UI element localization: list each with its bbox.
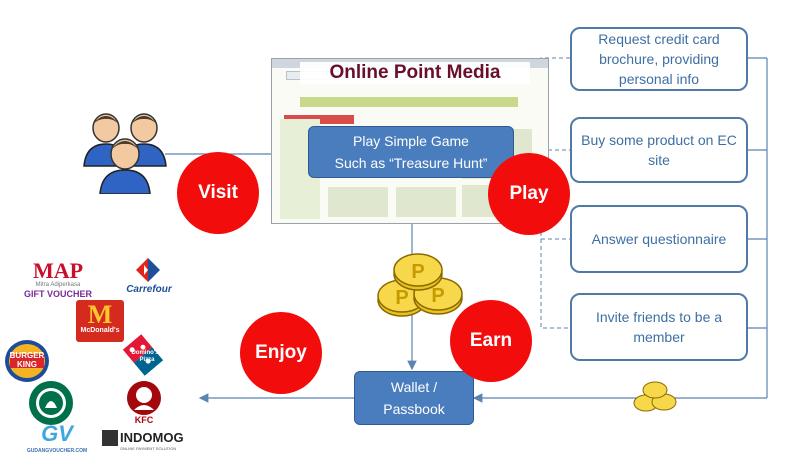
map-logo-text: MAP xyxy=(32,258,84,283)
indomog-text: INDOMOG xyxy=(120,430,184,445)
users-icon xyxy=(83,113,167,194)
dominos-text-1: Domino's xyxy=(131,350,159,356)
activity-request-brochure: Request credit card brochure, providing … xyxy=(570,27,748,91)
gudangvoucher-mark: GV xyxy=(41,421,73,446)
game-box-line1: Play Simple Game xyxy=(353,133,469,149)
svg-text:P: P xyxy=(395,287,408,309)
game-box: Play Simple Game Such as “Treasure Hunt” xyxy=(308,126,514,178)
coins-icon: P P P xyxy=(377,253,463,317)
gudangvoucher-text: GUDANGVOUCHER.COM xyxy=(26,448,88,454)
burger-king-text-1: BURGER xyxy=(9,351,45,360)
starbucks-logo xyxy=(28,380,74,426)
activity-buy-product: Buy some product on EC site xyxy=(570,117,748,183)
burger-king-logo: BURGER KING xyxy=(4,338,50,384)
game-box-line2: Such as “Treasure Hunt” xyxy=(334,155,488,171)
wallet-line1: Wallet / xyxy=(390,379,438,395)
enjoy-step: Enjoy xyxy=(240,312,322,394)
kfc-text: KFC xyxy=(134,415,154,425)
mcdonalds-logo: M McDonald's xyxy=(76,300,124,342)
carrefour-logo: Carrefour xyxy=(118,256,180,298)
play-step: Play xyxy=(488,153,570,235)
dominos-logo: Domino's Pizza xyxy=(122,334,164,376)
map-logo: MAP Mitra Adiperkasa GIFT VOUCHER xyxy=(18,258,98,300)
wallet-line2: Passbook xyxy=(383,401,445,417)
map-logo-sub: Mitra Adiperkasa xyxy=(35,282,81,288)
burger-king-text-2: KING xyxy=(17,360,37,369)
activity-questionnaire: Answer questionnaire xyxy=(570,205,748,273)
svg-text:P: P xyxy=(411,261,424,283)
visit-step: Visit xyxy=(177,152,259,234)
mcdonalds-text: McDonald's xyxy=(80,327,120,334)
indomog-logo: INDOMOG ONLINE PAYMENT SOLUTION xyxy=(102,428,188,458)
indomog-sub: ONLINE PAYMENT SOLUTION xyxy=(120,446,177,451)
gudangvoucher-logo: GV GUDANGVOUCHER.COM xyxy=(26,421,88,458)
kfc-logo: KFC xyxy=(124,380,164,426)
wallet-box: Wallet / Passbook xyxy=(354,371,474,425)
coins-small-icon xyxy=(633,381,677,412)
map-voucher-text: GIFT VOUCHER xyxy=(23,289,92,299)
activity-invite-friends: Invite friends to be a member xyxy=(570,293,748,361)
svg-text:P: P xyxy=(431,285,444,307)
earn-step: Earn xyxy=(450,300,532,382)
dominos-text-2: Pizza xyxy=(139,357,155,363)
website-title: Online Point Media xyxy=(300,62,530,84)
carrefour-text: Carrefour xyxy=(126,284,172,295)
